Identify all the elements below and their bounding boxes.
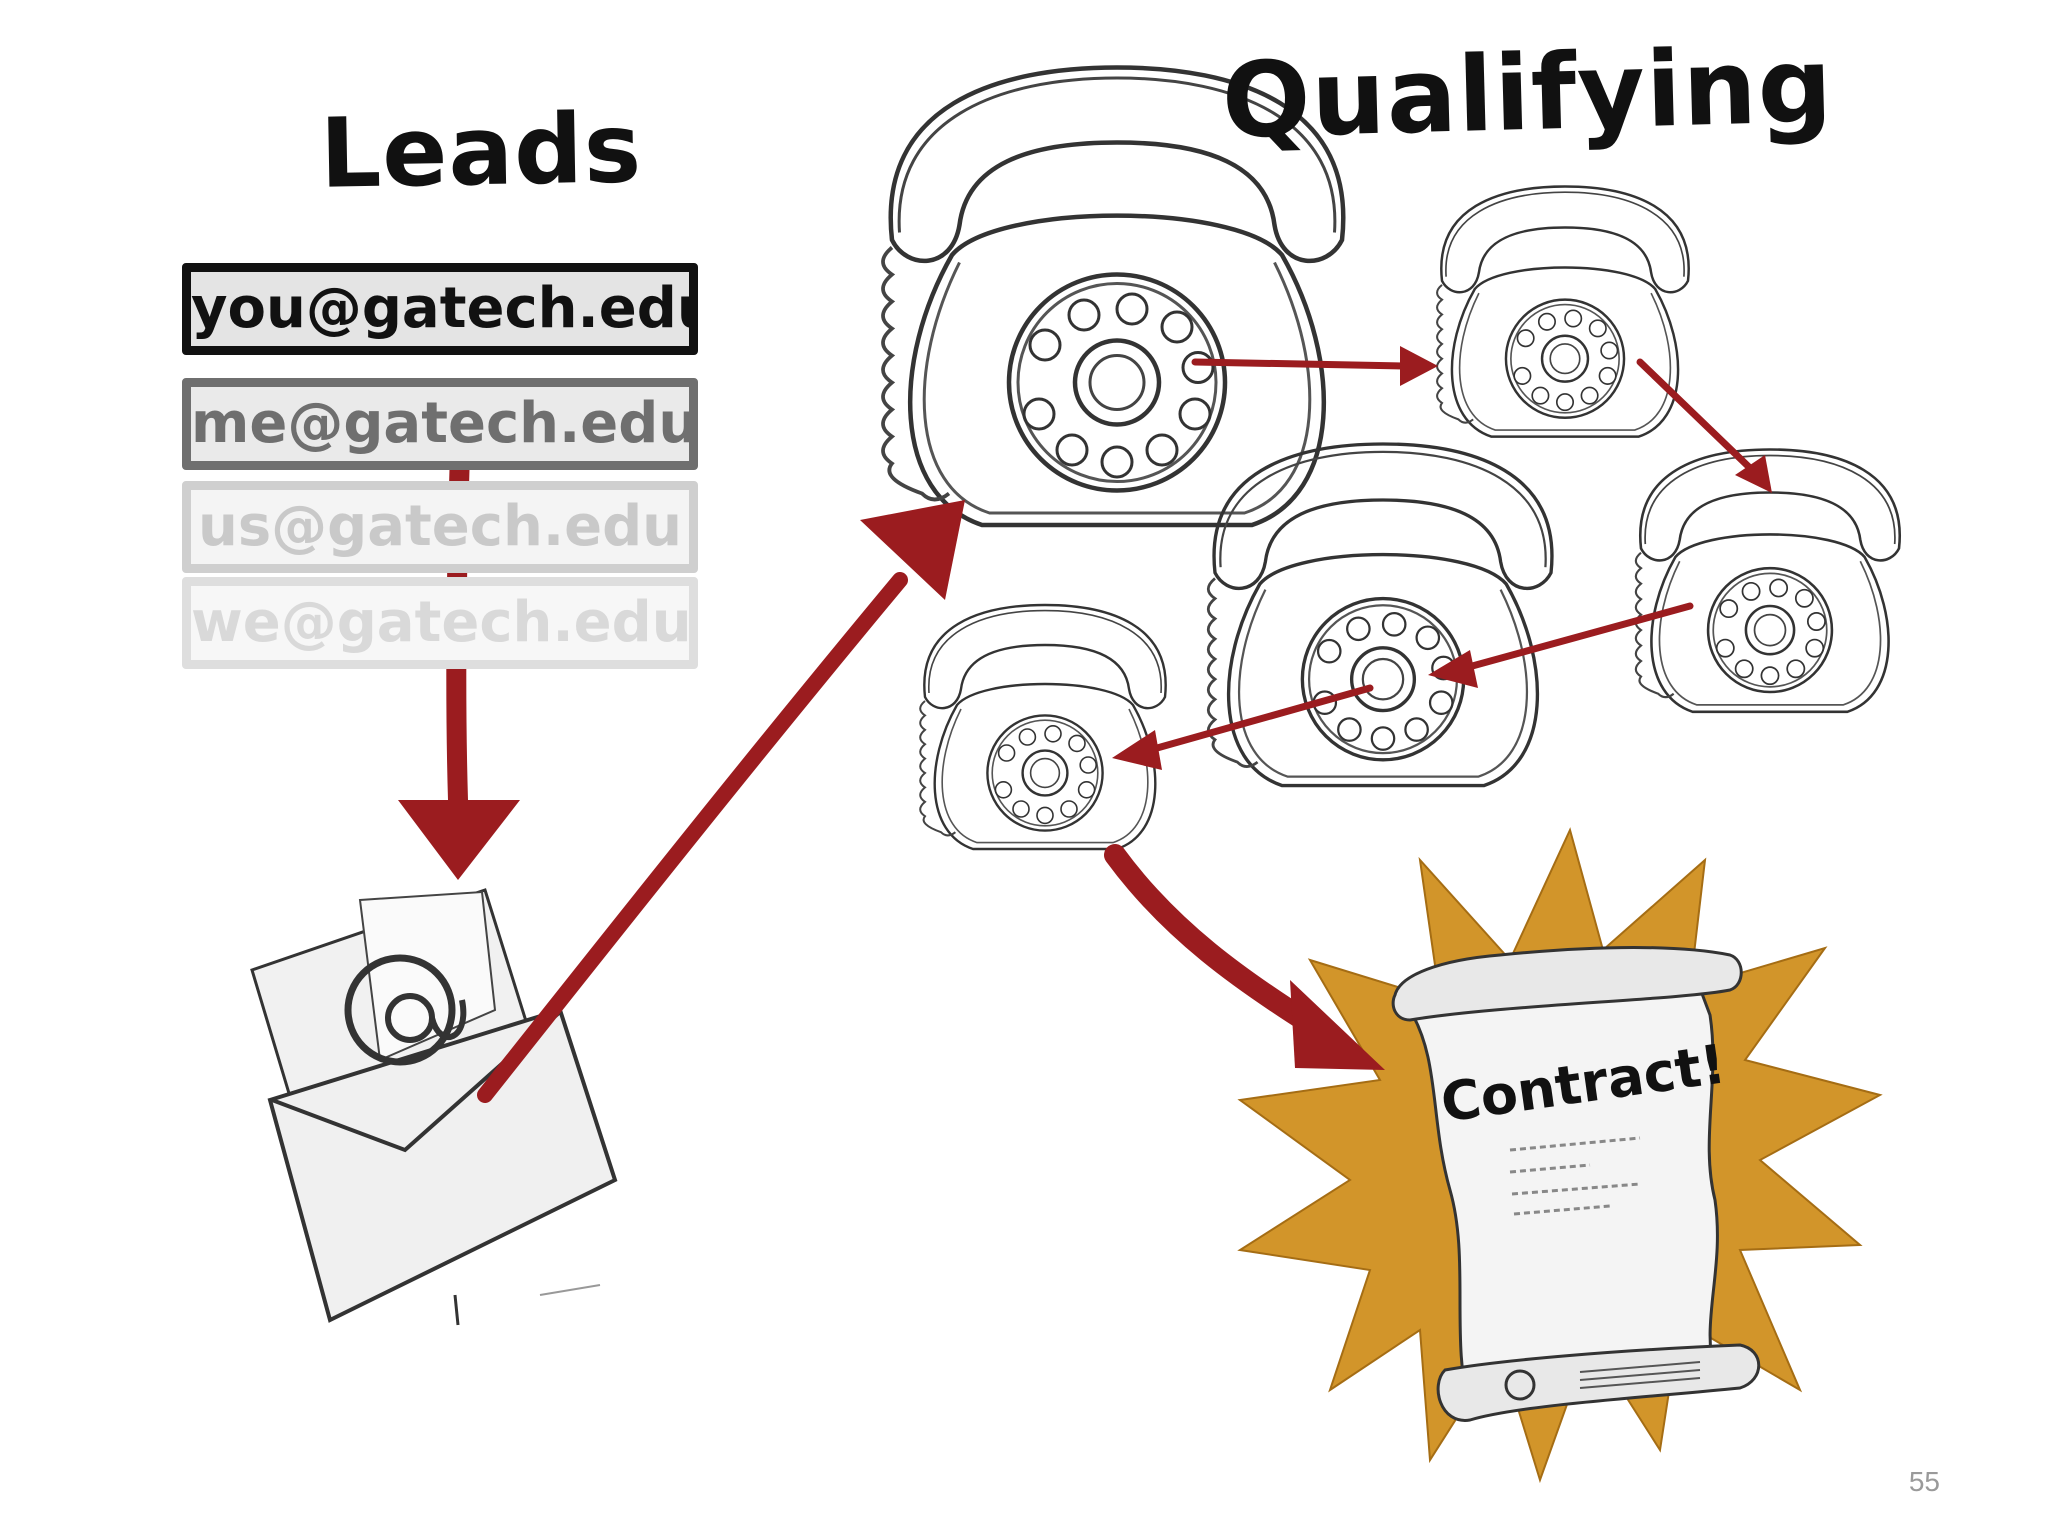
arrow-phone1-to-phone2	[1191, 358, 1409, 370]
lead-email-item: me@gatech.edu	[182, 378, 698, 470]
email-envelope-icon	[250, 888, 618, 1326]
arrow-email-to-phone-head	[860, 500, 965, 600]
rotary-phone-icon	[919, 603, 1167, 851]
arrow-phone4-to-phone3	[1461, 602, 1694, 672]
lead-email-item: you@gatech.edu	[182, 263, 698, 355]
scroll-icon	[1391, 946, 1761, 1422]
arrow-leads-to-email-head	[398, 800, 520, 880]
arrow-phone1-to-phone2-head	[1400, 346, 1438, 386]
lead-email-item: us@gatech.edu	[182, 481, 698, 573]
lead-email-item: we@gatech.edu	[182, 577, 698, 669]
arrow-phone3-to-phone5-head	[1112, 730, 1162, 770]
leads-title: Leads	[319, 92, 643, 210]
arrow-phone5-to-contract	[1104, 844, 1331, 1041]
rotary-phone-icon	[1206, 442, 1554, 788]
rotary-phone-icon	[1435, 185, 1690, 438]
arrow-phone2-to-phone4	[1636, 358, 1754, 472]
qualifying-title: Qualifying	[1220, 24, 1835, 162]
arrow-phone5-to-contract-head	[1290, 980, 1385, 1070]
page-number: 55	[1908, 1466, 1940, 1497]
arrow-phone4-to-phone3-head	[1428, 650, 1478, 688]
arrow-phone2-to-phone4-head	[1735, 455, 1772, 493]
arrow-email-to-phone	[477, 572, 908, 1103]
arrow-phone3-to-phone5	[1146, 684, 1374, 754]
